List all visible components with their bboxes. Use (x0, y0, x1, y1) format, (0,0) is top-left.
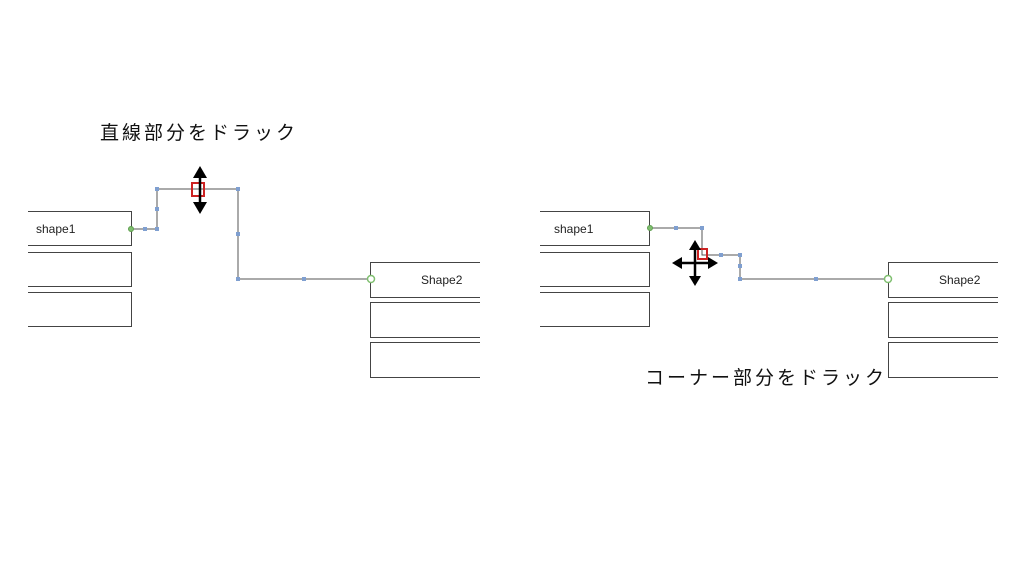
caption-straight: 直線部分をドラック (100, 122, 299, 144)
segment-handle[interactable] (719, 253, 723, 257)
segment-handle[interactable] (814, 277, 818, 281)
corner-point[interactable] (738, 277, 742, 281)
panel-corner: コーナー部分をドラック shape1 Shape2 (512, 0, 1024, 576)
segment-handle[interactable] (674, 226, 678, 230)
connector-line[interactable] (650, 227, 888, 280)
shape1-row[interactable] (540, 292, 650, 327)
shape2-row[interactable] (888, 302, 998, 338)
shape2-row[interactable] (370, 342, 480, 378)
corner-point[interactable] (155, 187, 159, 191)
shape1-label: shape1 (554, 222, 594, 236)
segment-handle[interactable] (236, 232, 240, 236)
shape2-row[interactable] (370, 302, 480, 338)
corner-point[interactable] (738, 253, 742, 257)
shape2-row[interactable] (888, 342, 998, 378)
drag-target-marker[interactable] (191, 182, 205, 197)
connector-start-point[interactable] (647, 225, 653, 231)
shape2-label: Shape2 (421, 273, 463, 287)
segment-handle[interactable] (155, 207, 159, 211)
connector-end-point[interactable] (366, 274, 376, 284)
drag-target-marker[interactable] (697, 248, 708, 260)
shape1-row[interactable] (28, 252, 132, 287)
connector-straight (128, 166, 376, 284)
caption-corner: コーナー部分をドラック (645, 367, 888, 389)
segment-handle[interactable] (738, 264, 742, 268)
corner-point[interactable] (236, 277, 240, 281)
shape1-row[interactable] (540, 252, 650, 287)
connector-corner (647, 225, 893, 286)
segment-handle[interactable] (143, 227, 147, 231)
shape2-label: Shape2 (939, 273, 981, 287)
move-cursor-icon (672, 240, 718, 286)
shape1-row[interactable] (28, 292, 132, 327)
connector-end-point[interactable] (883, 274, 893, 284)
corner-point[interactable] (155, 227, 159, 231)
connector-line[interactable] (131, 188, 371, 280)
shape2-header[interactable]: Shape2 (888, 262, 998, 298)
shape1-label: shape1 (36, 222, 76, 236)
shape2-header[interactable]: Shape2 (370, 262, 480, 298)
panel-straight: 直線部分をドラック shape1 Shape2 (28, 122, 480, 378)
shape1-header[interactable]: shape1 (540, 211, 650, 246)
corner-point[interactable] (236, 187, 240, 191)
connector-start-point[interactable] (128, 226, 134, 232)
corner-point[interactable] (700, 226, 704, 230)
vertical-move-cursor-icon (193, 166, 207, 214)
segment-handle[interactable] (302, 277, 306, 281)
